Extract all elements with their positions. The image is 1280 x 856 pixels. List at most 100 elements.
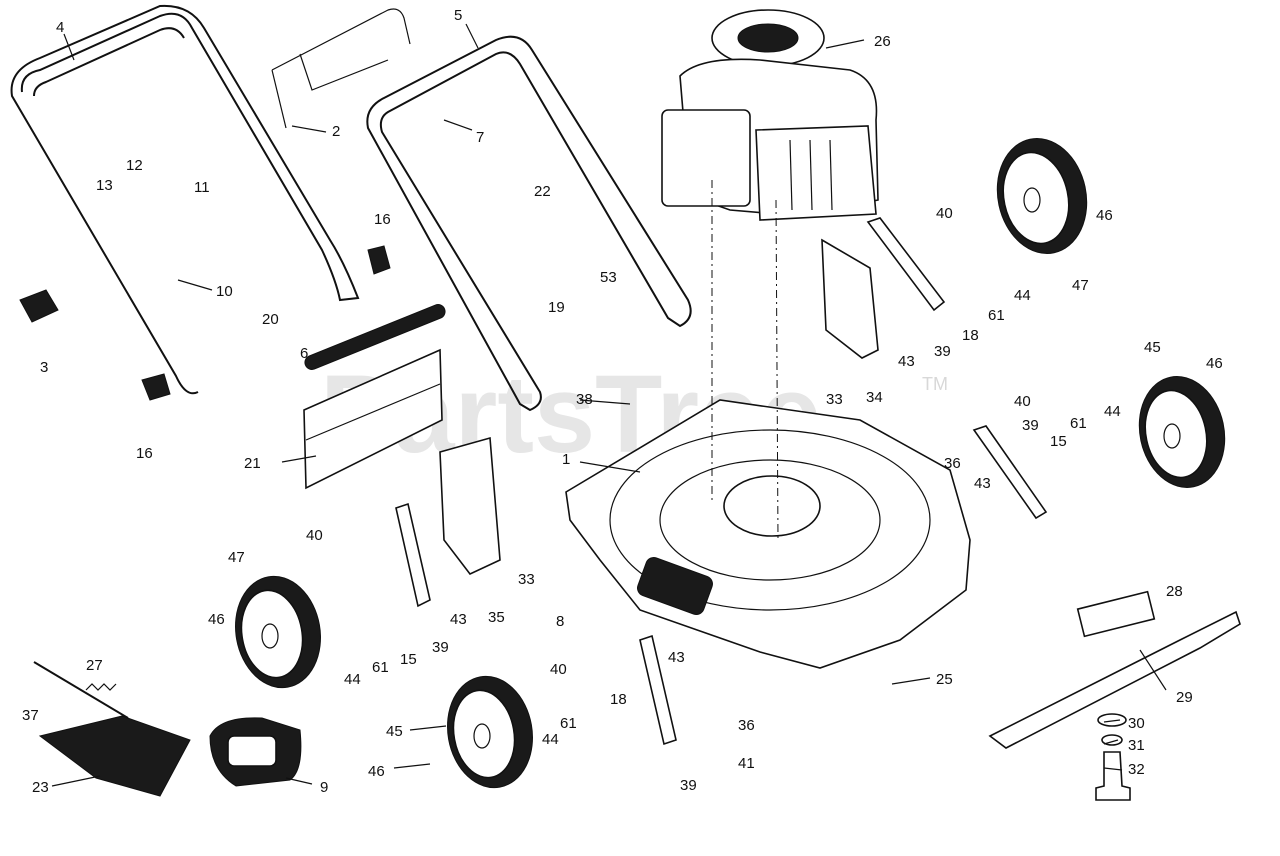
callout-38: 38 [576,391,593,408]
callout-45-a: 45 [1144,339,1161,356]
hinge-rod-part-37[interactable] [33,661,129,719]
callout-36-b: 36 [738,717,755,734]
callout-16-lower: 16 [136,445,153,462]
wheel-part-45-right-front[interactable] [1129,368,1234,495]
leader-lines [51,23,1167,787]
callout-27: 27 [86,657,103,674]
callout-16-upper: 16 [374,211,391,228]
callout-43-b: 43 [974,475,991,492]
callout-43-d: 43 [668,649,685,666]
callout-15-a: 15 [1050,433,1067,450]
callout-40-a: 40 [936,205,953,222]
callout-15-b: 15 [400,651,417,668]
callout-61-d: 61 [560,715,577,732]
height-bracket-part-34[interactable] [821,238,879,359]
callout-46-b: 46 [1206,355,1223,372]
callout-43-a: 43 [898,353,915,370]
callout-13: 13 [96,177,113,194]
callout-44-a: 44 [1014,287,1031,304]
callout-40-c: 40 [306,527,323,544]
callout-47-b: 47 [228,549,245,566]
callout-39-a: 39 [934,343,951,360]
watermark-trademark: TM [922,374,948,394]
callout-6: 6 [300,345,308,362]
callout-30: 30 [1128,715,1145,732]
height-bracket-part-35[interactable] [439,436,501,575]
callout-10: 10 [216,283,233,300]
blade-bolt-part-32[interactable] [1095,751,1131,801]
callout-46-d: 46 [368,763,385,780]
callout-2: 2 [332,123,340,140]
callout-29: 29 [1176,689,1193,706]
upper-handle-part-4[interactable] [10,4,360,395]
callout-23: 23 [32,779,49,796]
callout-43-c: 43 [450,611,467,628]
knob-part-16-lower[interactable] [141,373,171,401]
engine-part-26[interactable] [661,9,879,221]
callout-47-a: 47 [1072,277,1089,294]
adjuster-lever-part-39d[interactable] [639,634,677,746]
grass-bag-part-23[interactable] [38,715,191,797]
callout-8: 8 [556,613,564,630]
callout-5: 5 [454,7,462,24]
callout-44-d: 44 [542,731,559,748]
callout-25: 25 [936,671,953,688]
washer-part-31[interactable] [1101,734,1123,746]
callout-40-b: 40 [1014,393,1031,410]
lower-handle-part-5[interactable] [366,35,692,412]
callout-18-a: 18 [962,327,979,344]
knob-part-16-upper[interactable] [367,245,391,275]
callout-44-c: 44 [344,671,361,688]
rear-flap-part-21[interactable] [303,302,447,490]
callout-11: 11 [194,179,210,196]
callout-22: 22 [534,183,551,200]
callout-4: 4 [56,19,64,36]
callout-28: 28 [1166,583,1183,600]
callout-9: 9 [320,779,328,796]
callout-46-a: 46 [1096,207,1113,224]
callout-39-c: 39 [432,639,449,656]
bag-frame-part-9[interactable] [209,717,302,787]
deck-part-1[interactable] [565,180,971,669]
callout-31: 31 [1128,737,1145,754]
callout-26: 26 [874,33,891,50]
wheel-part-45-left-front[interactable] [439,670,541,795]
blade-part-29[interactable] [988,610,1241,749]
callout-39-b: 39 [1022,417,1039,434]
callout-39-d: 39 [680,777,697,794]
adjuster-lever-part-39c[interactable] [395,502,431,608]
callout-1: 1 [562,451,570,468]
knob-part-3[interactable] [19,289,59,323]
callout-34: 34 [866,389,883,406]
callout-61-a: 61 [988,307,1005,324]
callout-35: 35 [488,609,505,626]
spring-part-27[interactable] [85,683,117,691]
callout-7: 7 [476,129,484,146]
callout-46-c: 46 [208,611,225,628]
callout-61-c: 61 [372,659,389,676]
callout-19: 19 [548,299,565,316]
callout-36-a: 36 [944,455,961,472]
callout-21: 21 [244,455,261,472]
callout-45-b: 45 [386,723,403,740]
adjuster-lever-part-39a[interactable] [866,217,946,312]
callout-41: 41 [738,755,755,772]
callout-33-a: 33 [826,391,843,408]
callout-32: 32 [1128,761,1145,778]
wheel-part-47-left-rear[interactable] [227,570,329,695]
callout-53: 53 [600,269,617,286]
blade-adapter-part-28[interactable] [1076,590,1156,638]
callout-40-d: 40 [550,661,567,678]
adjuster-lever-part-39b[interactable] [972,425,1048,520]
callout-44-b: 44 [1104,403,1121,420]
callout-12: 12 [126,157,143,174]
callout-33-b: 33 [518,571,535,588]
wheel-part-47-right-rear[interactable] [987,130,1097,262]
callout-20: 20 [262,311,279,328]
control-bail-part-2[interactable] [271,8,411,129]
washer-part-30[interactable] [1097,713,1127,727]
callout-37: 37 [22,707,39,724]
callout-61-b: 61 [1070,415,1087,432]
callout-18-b: 18 [610,691,627,708]
